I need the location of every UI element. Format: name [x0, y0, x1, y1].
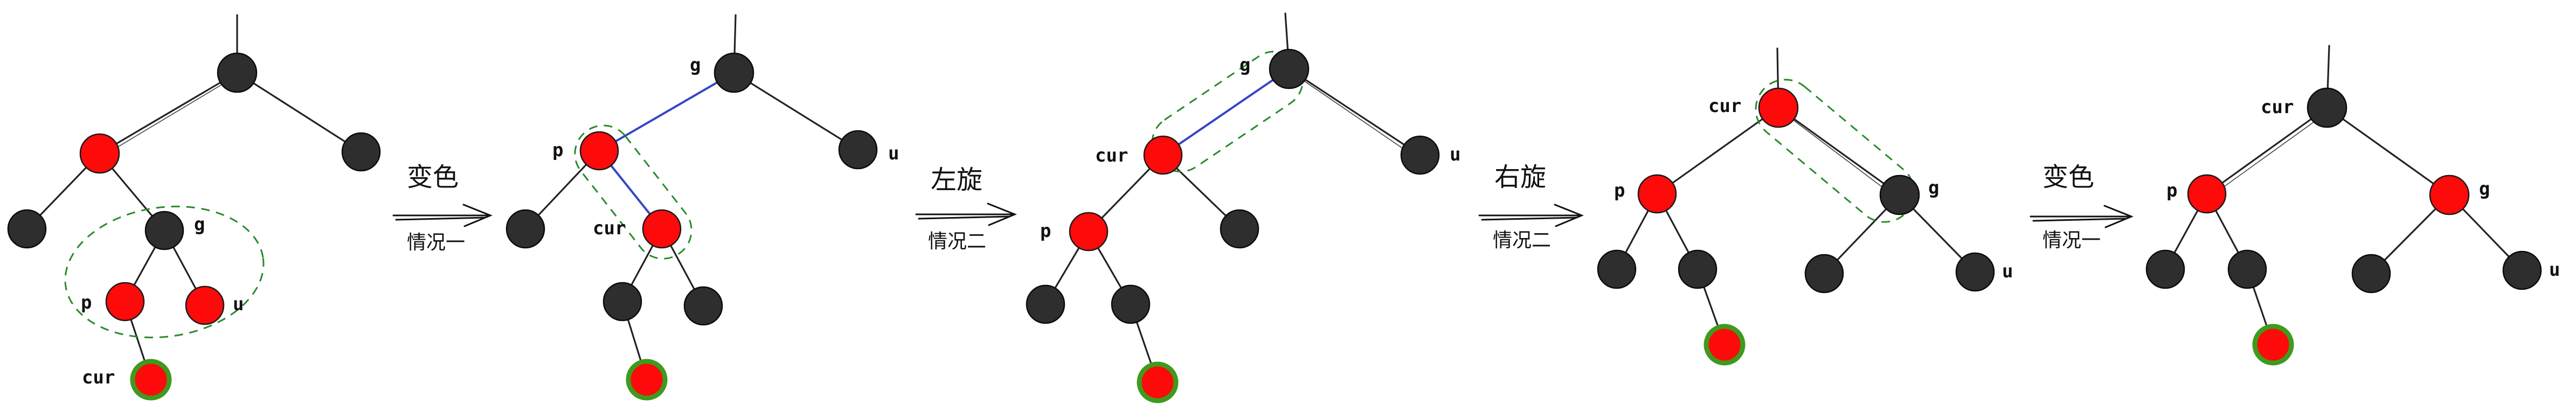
- transition-1-case: 情况一: [407, 232, 465, 254]
- stage-2-highlight: [574, 124, 693, 260]
- stage-5-label-cur: cur: [2261, 96, 2294, 118]
- stage-2-label-cur: cur: [593, 218, 626, 239]
- stage-2-cur-right-child: [683, 286, 723, 326]
- stage-3-g-node: [1269, 48, 1310, 89]
- stage-5-p-right-child: [2227, 249, 2267, 289]
- stage-4-g-node: [1879, 174, 1920, 215]
- stage-4-inserted-node: [1704, 324, 1746, 366]
- stage-3-p-right-child: [1111, 284, 1151, 324]
- stage-3-cur-right-child: [1220, 209, 1259, 249]
- stage-5-g-node: [2429, 174, 2470, 215]
- transition-3-action: 右旋: [1494, 162, 1546, 192]
- stage-2-cur-node: [642, 209, 682, 249]
- stage-3-p-left-child: [1026, 284, 1065, 324]
- stage-2-label-p: p: [552, 139, 563, 161]
- transition-1: 变色 情况一: [392, 162, 493, 254]
- stage-3-label-u: u: [1450, 144, 1460, 165]
- stage-1-label-p: p: [81, 292, 92, 313]
- stage-1-left-red-node: [79, 133, 120, 174]
- stage-3-u-node: [1400, 135, 1440, 175]
- stage-2-left-black-node: [505, 209, 545, 249]
- stage-1-cur-node: [130, 359, 172, 401]
- stage-2-g-node: [714, 52, 754, 93]
- stage-2-u-node: [838, 130, 878, 170]
- stage-5-tree: cur p g u: [2145, 45, 2560, 366]
- stage-4-p-node: [1637, 174, 1677, 214]
- stage-1-u-node: [185, 285, 225, 325]
- stage-4-cur-node: [1758, 87, 1799, 128]
- transition-2-case: 情况二: [928, 231, 986, 253]
- transition-4: 变色 情况一: [2030, 162, 2134, 252]
- stage-2-p-node: [579, 131, 619, 171]
- stage-4-label-g: g: [1928, 177, 1939, 199]
- stage-1-leftmost-node: [7, 209, 47, 249]
- stage-5-label-u: u: [2549, 259, 2560, 281]
- stage-1-g-node: [144, 211, 184, 250]
- stage-4-p-left-child: [1597, 249, 1637, 289]
- transition-2: 左旋 情况二: [915, 165, 1017, 253]
- stage-2-label-g: g: [690, 54, 701, 76]
- transition-4-case: 情况一: [2042, 229, 2101, 252]
- stage-3-cur-node: [1143, 135, 1183, 175]
- stage-5-g-left-child: [2351, 254, 2391, 294]
- stage-4-label-p: p: [1614, 180, 1625, 201]
- stage-1-p-node: [105, 282, 145, 322]
- transition-3: 右旋 情况二: [1478, 162, 1584, 252]
- stage-1-label-u: u: [233, 294, 244, 315]
- stage-1-label-g: g: [194, 214, 205, 235]
- stage-4-label-cur: cur: [1708, 95, 1741, 117]
- transition-3-case: 情况二: [1493, 229, 1551, 252]
- stage-4-p-right-child: [1678, 249, 1718, 289]
- transition-1-action: 变色: [407, 162, 459, 192]
- stage-4-g-left-child: [1804, 254, 1844, 294]
- stage-3-label-g: g: [1239, 54, 1250, 76]
- stage-5-u-node: [2502, 250, 2542, 290]
- stage-1-highlight: [64, 205, 265, 339]
- stage-1-root-node: [217, 52, 258, 93]
- stage-5-p-left-child: [2145, 249, 2185, 289]
- stage-1-tree: g p u cur: [7, 14, 381, 401]
- stage-2-label-u: u: [888, 143, 899, 164]
- stage-5-cur-node: [2307, 87, 2348, 128]
- stage-3-p-node: [1069, 212, 1109, 252]
- stage-2-inserted-node: [626, 359, 668, 401]
- transition-4-action: 变色: [2042, 162, 2094, 192]
- stage-1-label-cur: cur: [82, 367, 115, 388]
- stage-5-label-g: g: [2479, 178, 2490, 200]
- stage-2-cur-left-child: [603, 282, 642, 322]
- stage-3-label-cur: cur: [1095, 145, 1128, 166]
- stage-5-inserted-node: [2252, 324, 2294, 366]
- stage-4-u-node: [1955, 252, 1995, 292]
- stage-3-label-p: p: [1040, 220, 1051, 242]
- stage-5-p-node: [2187, 174, 2227, 214]
- stage-4-highlight: [1755, 79, 1915, 223]
- stage-1-right-black-node: [341, 132, 381, 172]
- stage-3-tree: g cur u p: [1026, 12, 1460, 403]
- stage-4-tree: cur p g u: [1597, 47, 2013, 366]
- transition-2-action: 左旋: [931, 165, 982, 195]
- stage-5-label-p: p: [2166, 180, 2177, 201]
- stage-4-label-u: u: [2002, 261, 2013, 282]
- stage-2-tree: g p u cur: [505, 14, 899, 401]
- stage-3-inserted-node: [1137, 361, 1179, 403]
